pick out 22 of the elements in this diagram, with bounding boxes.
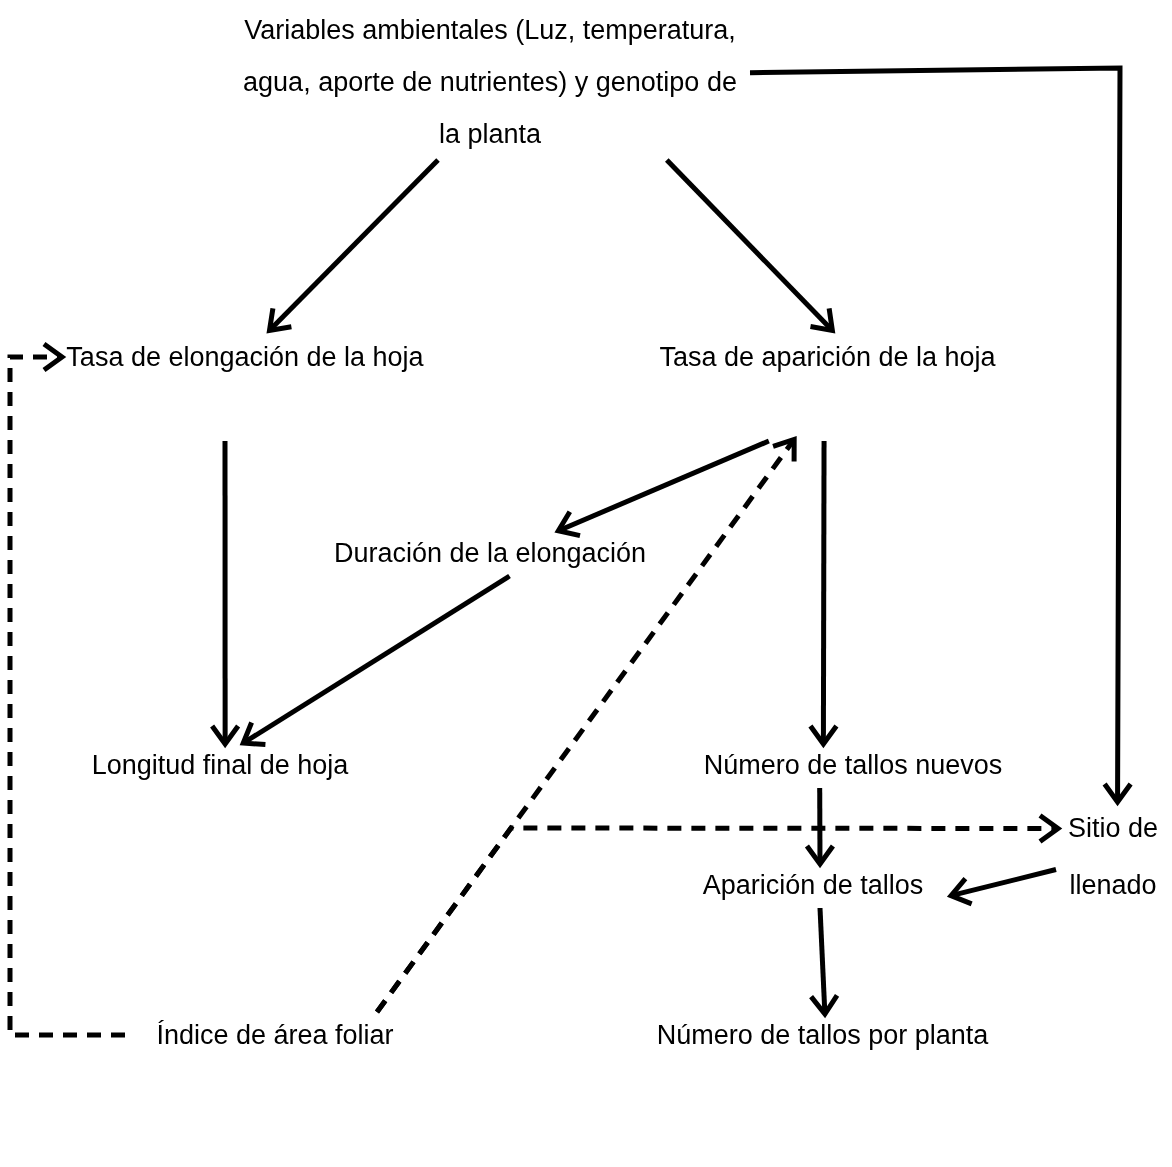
node-label: Número de tallos nuevos [703,749,1003,782]
arrow [209,441,241,747]
arrow [807,441,839,747]
node-label: Variables ambientales (Luz, temperatura, agua, aporte de nutrientes) y genotipo de la planta [242,14,738,151]
node-label: Aparición de tallos [702,869,924,902]
arrow [240,573,511,747]
arrow [804,788,836,867]
arrow [555,438,770,539]
node-label: Tasa de elongación de la hoja [66,341,424,374]
arrow [665,158,835,333]
dashed-arrow [374,813,1061,1014]
arrow [267,158,440,333]
node-label: Duración de la elongación [333,537,647,570]
node-label: Índice de área foliar [156,1019,394,1052]
node-label: Número de tallos por planta [656,1019,989,1052]
arrow [808,907,840,1017]
node-label: Tasa de aparición de la hoja [659,341,996,374]
arrow [749,65,1134,805]
node-label: Sitio de llenado [1066,812,1160,902]
dashed-arrow [7,341,125,1038]
node-label: Longitud final de hoja [91,749,349,782]
arrow [948,867,1057,907]
